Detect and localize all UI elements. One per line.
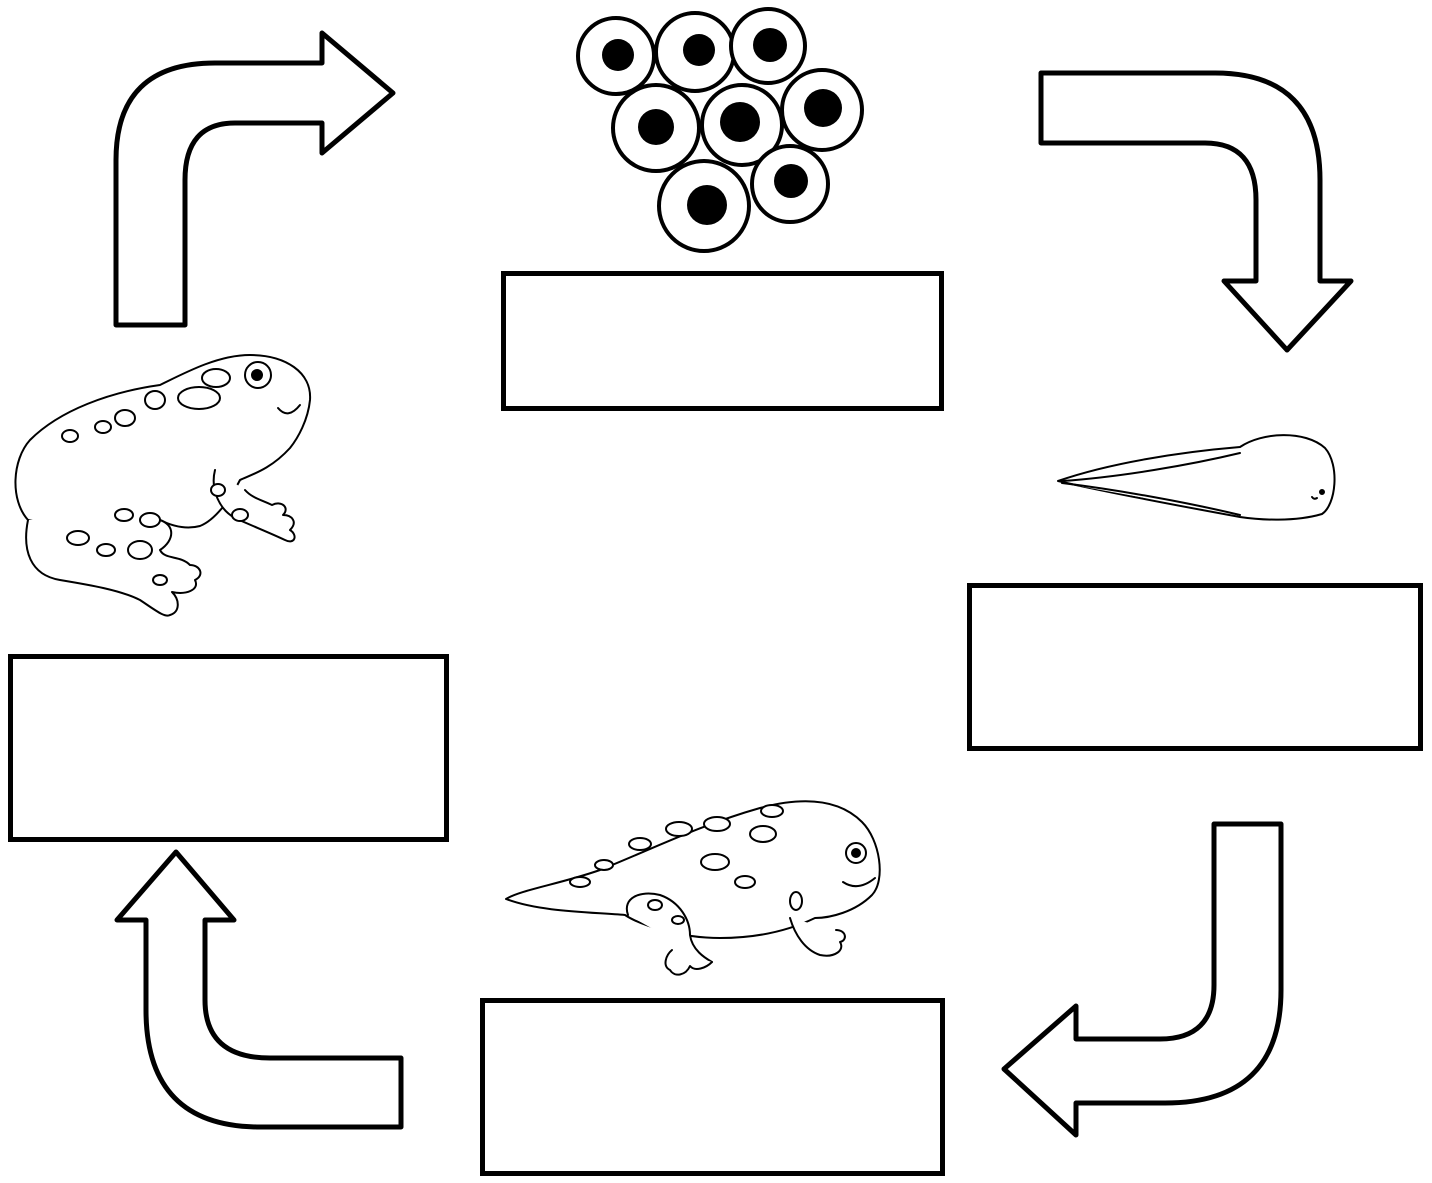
- egg: [657, 159, 751, 253]
- eggs-illustration: [576, 7, 864, 253]
- egg: [750, 144, 830, 224]
- froglet-illustration: [505, 800, 881, 976]
- label-box-froglet[interactable]: [480, 998, 945, 1176]
- label-box-tadpole[interactable]: [967, 583, 1423, 751]
- egg: [576, 16, 656, 96]
- arrow-froglet-to-frog: [114, 849, 404, 1130]
- egg: [700, 83, 784, 167]
- label-box-eggs[interactable]: [501, 271, 944, 411]
- egg: [780, 68, 864, 152]
- frog-illustration: [14, 354, 312, 617]
- tadpole-illustration: [1057, 434, 1336, 521]
- egg: [611, 83, 701, 173]
- egg: [654, 11, 736, 93]
- label-box-frog[interactable]: [8, 654, 449, 842]
- arrow-eggs-to-tadpole: [1038, 70, 1354, 353]
- arrow-frog-to-eggs: [113, 30, 396, 328]
- arrow-tadpole-to-froglet: [1001, 821, 1284, 1138]
- egg: [729, 7, 807, 85]
